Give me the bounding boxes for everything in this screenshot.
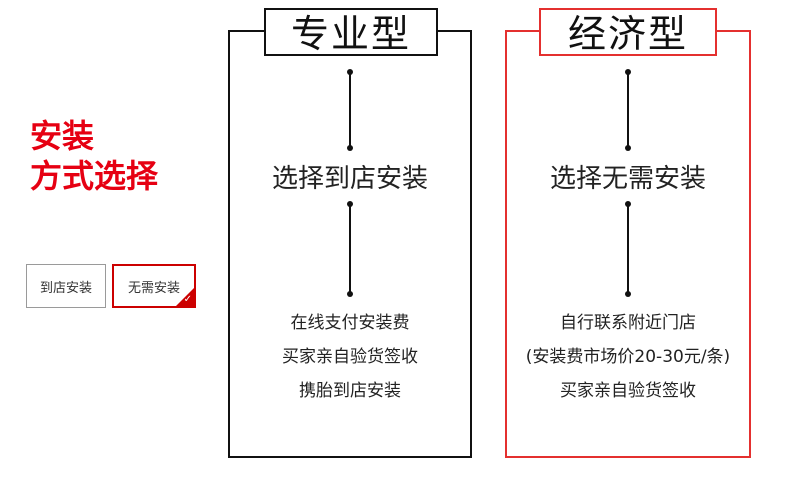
option-no-install-label: 无需安装 <box>127 280 180 296</box>
detail-item: 买家亲自验货签收 <box>282 347 418 367</box>
panel-economy-details: 自行联系附近门店 (安装费市场价20-30元/条) 买家亲自验货签收 <box>507 306 749 408</box>
panel-professional: 专业型 选择到店安装 在线支付安装费 买家亲自验货签收 携胎到店安装 <box>228 8 472 458</box>
connector-line-bottom <box>625 201 631 297</box>
connector-line-bottom <box>347 201 353 297</box>
detail-item: 携胎到店安装 <box>299 381 401 401</box>
connector-line-top <box>347 69 353 151</box>
panel-economy-title: 经济型 <box>539 8 717 56</box>
detail-item: (安装费市场价20-30元/条) <box>525 347 731 367</box>
selected-corner-marker <box>176 288 194 306</box>
option-store-install-label: 到店安装 <box>39 280 92 296</box>
panel-professional-title: 专业型 <box>264 8 438 56</box>
connector-line-top <box>625 69 631 151</box>
detail-item: 自行联系附近门店 <box>560 313 696 333</box>
install-method-heading: 安装 方式选择 <box>30 116 158 196</box>
checkmark-icon: ✓ <box>183 294 192 305</box>
panel-economy: 经济型 选择无需安装 自行联系附近门店 (安装费市场价20-30元/条) 买家亲… <box>505 8 751 458</box>
panel-professional-details: 在线支付安装费 买家亲自验货签收 携胎到店安装 <box>230 306 470 408</box>
heading-line-2: 方式选择 <box>30 157 159 195</box>
detail-item: 买家亲自验货签收 <box>560 381 696 401</box>
option-no-install-button[interactable]: 无需安装 ✓ <box>112 264 196 308</box>
panel-economy-step: 选择无需安装 <box>549 164 706 194</box>
detail-item: 在线支付安装费 <box>290 313 410 333</box>
option-store-install-button[interactable]: 到店安装 <box>26 264 106 308</box>
panel-professional-step: 选择到店安装 <box>271 164 428 194</box>
heading-line-1: 安装 <box>30 117 95 155</box>
